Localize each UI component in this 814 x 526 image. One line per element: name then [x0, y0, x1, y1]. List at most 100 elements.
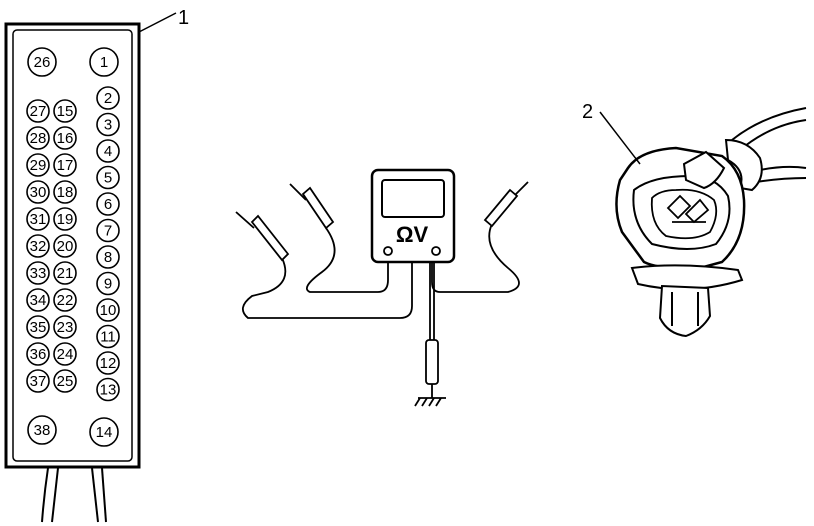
pin-23: 23: [53, 315, 77, 339]
pin-9-terminal: [96, 271, 120, 296]
pin-22: 22: [53, 288, 77, 312]
pin-13: 13: [96, 377, 120, 402]
pin-15: 15: [53, 99, 77, 123]
pin-11-label: 11: [100, 329, 116, 346]
pin-24-label: 24: [57, 346, 74, 363]
pin-3: 3: [96, 112, 120, 137]
pin-33-terminal: [26, 261, 50, 285]
pin-6: 6: [96, 192, 120, 216]
pin-36-terminal: [26, 342, 50, 366]
pin-11: 11: [96, 324, 120, 349]
pin-7-terminal: [96, 218, 120, 243]
pin-24: 24: [53, 342, 77, 366]
pin-4: 4: [96, 139, 120, 163]
multimeter: ΩV: [235, 168, 529, 407]
pin-18-terminal: [53, 180, 77, 204]
pin-7: 7: [96, 218, 120, 243]
pin-1: 1: [89, 47, 119, 77]
pin-24-terminal: [53, 342, 77, 366]
callout-2-label: 2: [582, 101, 593, 123]
multimeter-jack-right: [431, 246, 441, 256]
pin-38-terminal: [27, 415, 57, 445]
pin-29-label: 29: [30, 157, 47, 174]
probe-right: [483, 181, 529, 228]
pin-13-label: 13: [100, 382, 117, 399]
ground-probe: [425, 339, 439, 398]
pin-31: 31: [26, 207, 50, 231]
pin-5-label: 5: [104, 170, 112, 187]
connector-socket: [650, 188, 718, 240]
pin-14-label: 14: [96, 424, 113, 441]
pin-28-terminal: [26, 126, 50, 150]
pin-30-terminal: [26, 180, 50, 204]
pin-2-terminal: [96, 86, 120, 110]
pin-25-label: 25: [57, 373, 74, 390]
pin-25: 25: [53, 369, 77, 393]
pin-32-label: 32: [30, 238, 47, 255]
pin-36: 36: [26, 342, 50, 366]
pin-22-terminal: [53, 288, 77, 312]
pin-5: 5: [96, 165, 120, 190]
pin-38-label: 38: [34, 422, 51, 439]
probe-left-outer: [235, 211, 290, 262]
pin-28-label: 28: [30, 130, 47, 147]
pin-15-terminal: [53, 99, 77, 123]
pin-31-label: 31: [30, 211, 47, 228]
probe-left-inner: [289, 183, 335, 230]
pin-3-terminal: [96, 112, 120, 137]
pin-1-terminal: [89, 47, 119, 77]
pin-8-label: 8: [104, 249, 112, 266]
pin-17-terminal: [53, 153, 77, 177]
pin-29: 29: [26, 153, 50, 177]
pin-15-label: 15: [57, 103, 74, 120]
pin-12: 12: [96, 351, 120, 375]
pin-37: 37: [26, 369, 50, 393]
callout-1-label: 1: [178, 7, 189, 29]
pin-18-label: 18: [57, 184, 74, 201]
pin-23-label: 23: [57, 319, 74, 336]
pin-6-terminal: [96, 192, 120, 216]
pin-11-terminal: [96, 324, 120, 349]
pin-20-label: 20: [57, 238, 74, 255]
pin-17: 17: [53, 153, 77, 177]
pin-3-label: 3: [104, 117, 112, 134]
pin-16-terminal: [53, 126, 77, 150]
pin-26-terminal: [27, 47, 57, 77]
pin-16-label: 16: [57, 130, 74, 147]
pin-27-label: 27: [30, 103, 47, 120]
pin-7-label: 7: [104, 223, 112, 240]
pin-34-terminal: [26, 288, 50, 312]
pin-19-label: 19: [57, 211, 74, 228]
pin-29-terminal: [26, 153, 50, 177]
pin-36-label: 36: [30, 346, 47, 363]
pin-30: 30: [26, 180, 50, 204]
pin-8-terminal: [96, 245, 120, 269]
ground-symbol: [414, 397, 446, 407]
pin-26: 26: [27, 47, 57, 77]
pin-2-label: 2: [104, 90, 112, 107]
pin-35-terminal: [26, 315, 50, 339]
pin-21-label: 21: [57, 265, 74, 282]
pin-10-terminal: [96, 298, 120, 322]
pin-38: 38: [27, 415, 57, 445]
pin-16: 16: [53, 126, 77, 150]
pin-20-terminal: [53, 234, 77, 258]
connector-terminals: [666, 194, 710, 224]
pin-25-terminal: [53, 369, 77, 393]
pin-14: 14: [89, 417, 119, 447]
pin-37-terminal: [26, 369, 50, 393]
pin-34-label: 34: [30, 292, 47, 309]
pin-12-terminal: [96, 351, 120, 375]
pin-2: 2: [96, 86, 120, 110]
pin-19-terminal: [53, 207, 77, 231]
multimeter-display: [381, 179, 445, 218]
pin-26-label: 26: [34, 54, 51, 71]
connector-locking-tab: [682, 150, 726, 190]
pin-1-label: 1: [100, 54, 108, 71]
pin-12-label: 12: [100, 355, 117, 372]
pin-21-terminal: [53, 261, 77, 285]
pin-9-label: 9: [104, 276, 112, 293]
pin-23-terminal: [53, 315, 77, 339]
multimeter-mode-label: ΩV: [396, 222, 429, 247]
